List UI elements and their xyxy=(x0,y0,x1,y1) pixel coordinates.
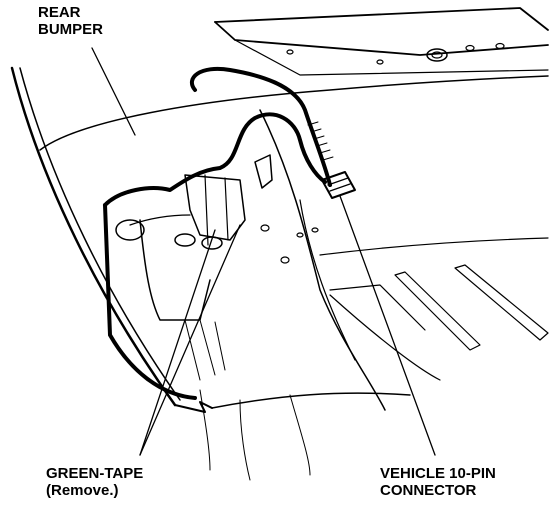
label-rear-bumper-line1: REAR xyxy=(38,4,81,21)
leader-connector xyxy=(339,195,436,456)
label-connector-line2: CONNECTOR xyxy=(380,482,477,499)
shadow-lines xyxy=(184,319,226,381)
panel-hole-inner xyxy=(431,51,443,59)
cable-up-inner xyxy=(191,68,331,186)
lower-panel-lines xyxy=(199,389,311,481)
floor-rib xyxy=(329,284,426,331)
clip-arm xyxy=(129,214,191,226)
bumper-inner-edge xyxy=(19,67,181,401)
wall-hole xyxy=(280,256,290,264)
floor-panel-top xyxy=(214,7,549,31)
label-green-tape-line2: (Remove.) xyxy=(46,482,119,499)
label-connector-line1: VEHICLE 10-PIN xyxy=(380,465,496,482)
connector-body xyxy=(321,171,356,199)
bumper-top-edge xyxy=(39,75,549,151)
panel-hole xyxy=(465,44,475,52)
label-rear-bumper-line2: BUMPER xyxy=(38,21,104,38)
bumper-bottom xyxy=(211,392,411,409)
floor-rib xyxy=(454,264,549,341)
panel-hole xyxy=(495,42,505,50)
corrugated-tube xyxy=(307,121,334,161)
leader-rear-bumper xyxy=(91,47,136,136)
label-green-tape: GREEN-TAPE (Remove.) xyxy=(46,465,143,499)
wall-hole xyxy=(311,227,319,233)
bumper-outer-edge xyxy=(10,66,177,407)
floor-line xyxy=(319,237,549,256)
connector-latch xyxy=(327,177,351,192)
panel-hole-large xyxy=(426,48,448,62)
floor-curve xyxy=(329,294,441,381)
wire-harness-outer xyxy=(103,112,327,400)
clip-ribs xyxy=(204,174,229,246)
label-connector: VEHICLE 10-PIN CONNECTOR xyxy=(380,465,496,499)
panel-hole xyxy=(376,59,384,65)
label-rear-bumper: REAR BUMPER xyxy=(38,4,103,38)
floor-rib xyxy=(394,271,481,351)
wall-hole xyxy=(296,232,304,238)
mount-bracket xyxy=(139,219,211,321)
leader-green-tape-2 xyxy=(139,224,241,456)
trunk-side-wall xyxy=(259,109,386,411)
clip-body xyxy=(184,174,246,241)
clip-foot xyxy=(174,233,196,247)
bumper-lip xyxy=(174,401,213,413)
panel-hole xyxy=(286,49,294,55)
label-green-tape-line1: GREEN-TAPE xyxy=(46,465,144,482)
trunk-wall-fold xyxy=(299,199,356,361)
wall-hole xyxy=(260,224,270,232)
harness-grommet xyxy=(115,219,145,241)
leader-green-tape-1 xyxy=(139,229,216,456)
floor-panel-rim xyxy=(214,21,549,56)
retaining-tab xyxy=(254,154,273,189)
floor-panel-step xyxy=(234,39,549,76)
wire-harness-inner xyxy=(104,113,326,399)
